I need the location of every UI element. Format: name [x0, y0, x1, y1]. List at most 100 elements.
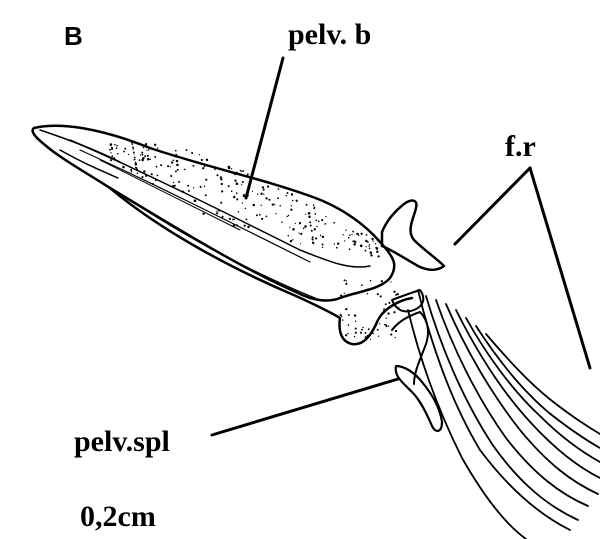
stipple-dot	[313, 204, 315, 206]
stipple-dot	[304, 225, 307, 228]
stipple-dot	[299, 232, 300, 233]
stipple-dot	[341, 316, 342, 317]
stipple-dot	[371, 238, 373, 240]
stipple-dot	[154, 156, 156, 158]
stipple-dot	[312, 242, 314, 244]
stipple-dot	[263, 194, 264, 195]
stipple-dot	[344, 279, 346, 281]
stipple-dot	[377, 329, 379, 331]
stipple-dot	[318, 221, 320, 223]
stipple-dot	[365, 240, 367, 242]
stipple-dot	[334, 243, 335, 244]
stipple-dot	[147, 158, 150, 161]
stipple-dot	[360, 245, 363, 248]
leader-line-pelvic-bone	[246, 58, 283, 198]
stipple-dot	[268, 199, 270, 201]
scale-label: 0,2cm	[80, 500, 156, 534]
stipple-dot	[315, 237, 317, 239]
stipple-dot	[114, 144, 116, 146]
stipple-dot	[388, 302, 390, 304]
pelvic-bone-outline	[33, 126, 395, 301]
stipple-dot	[186, 149, 188, 151]
stipple-dot	[157, 175, 159, 177]
stipple-dot	[300, 243, 301, 244]
stipple-dot	[372, 240, 373, 241]
stipple-dot	[124, 148, 126, 150]
stipple-dot	[377, 251, 378, 252]
stipple-dot	[132, 144, 133, 145]
stipple-dot	[193, 187, 194, 188]
stipple-dot	[156, 166, 158, 168]
stipple-dot	[279, 205, 281, 207]
stipple-dot	[214, 168, 216, 170]
stipple-dot	[388, 325, 389, 326]
stipple-dot	[136, 167, 138, 169]
stipple-dot	[361, 284, 363, 286]
stipple-dot	[337, 243, 339, 245]
stipple-dot	[229, 218, 231, 220]
stipple-dot	[140, 154, 141, 155]
stipple-dot	[143, 170, 145, 172]
stipple-dot	[160, 164, 162, 166]
stipple-dot	[139, 159, 141, 161]
stipple-dot	[296, 200, 298, 202]
stipple-dot	[134, 157, 136, 159]
stipple-dot	[355, 321, 356, 322]
stipple-dot	[367, 335, 369, 337]
stipple-dot	[300, 233, 302, 235]
stipple-dot	[199, 154, 200, 155]
stipple-dot	[314, 213, 316, 215]
stipple-dot	[378, 336, 379, 337]
leader-line-fin-rays-2	[530, 168, 590, 368]
stipple-dot	[242, 181, 244, 183]
stipple-dot	[277, 197, 279, 199]
stipple-dot	[263, 189, 265, 191]
leader-line-pelvic-splint	[212, 379, 398, 435]
stipple-dot	[145, 175, 147, 177]
stipple-dot	[370, 251, 373, 254]
stipple-dot	[393, 291, 395, 293]
stipple-dot	[242, 202, 243, 203]
stipple-dot	[236, 182, 239, 185]
stipple-dot	[173, 182, 174, 183]
stipple-dot	[152, 183, 154, 185]
stipple-dot	[110, 152, 111, 153]
stipple-dot	[299, 222, 301, 224]
stipple-dot	[369, 244, 370, 245]
stipple-dot	[345, 334, 347, 336]
stipple-dot	[257, 193, 258, 194]
stipple-dot	[386, 326, 387, 327]
stipple-dot	[392, 305, 393, 306]
stipple-dot	[149, 158, 151, 160]
pelvic-lower-lobe-inner	[130, 200, 320, 300]
stipple-dot	[246, 219, 248, 221]
stipple-dot	[385, 303, 387, 305]
stipple-dot	[340, 314, 342, 316]
stipple-dot	[289, 227, 290, 228]
stipple-dot	[355, 241, 357, 243]
leader-line-fin-rays-1	[455, 168, 530, 244]
stipple-dot	[395, 337, 396, 338]
stipple-dot	[380, 295, 382, 297]
stipple-dot	[194, 200, 197, 203]
stipple-dot	[131, 171, 133, 173]
stipple-dot	[123, 151, 125, 153]
stipple-dot	[177, 169, 179, 171]
stipple-dot	[385, 317, 386, 318]
stipple-dot	[354, 314, 356, 316]
stipple-dot	[360, 233, 362, 235]
stipple-dot	[151, 173, 153, 175]
stipple-dot	[116, 145, 118, 147]
stipple-dot	[133, 153, 134, 154]
stipple-dot	[133, 152, 135, 154]
stipple-dot	[172, 159, 174, 161]
stipple-dot	[292, 200, 293, 201]
stipple-dot	[345, 308, 347, 310]
stipple-dot	[200, 186, 202, 188]
stipple-dot	[356, 233, 358, 235]
stipple-dot	[365, 250, 367, 252]
stipple-dot	[137, 172, 139, 174]
stipple-dot	[381, 280, 383, 282]
stipple-dot	[322, 236, 324, 238]
stipple-dot	[308, 215, 311, 218]
